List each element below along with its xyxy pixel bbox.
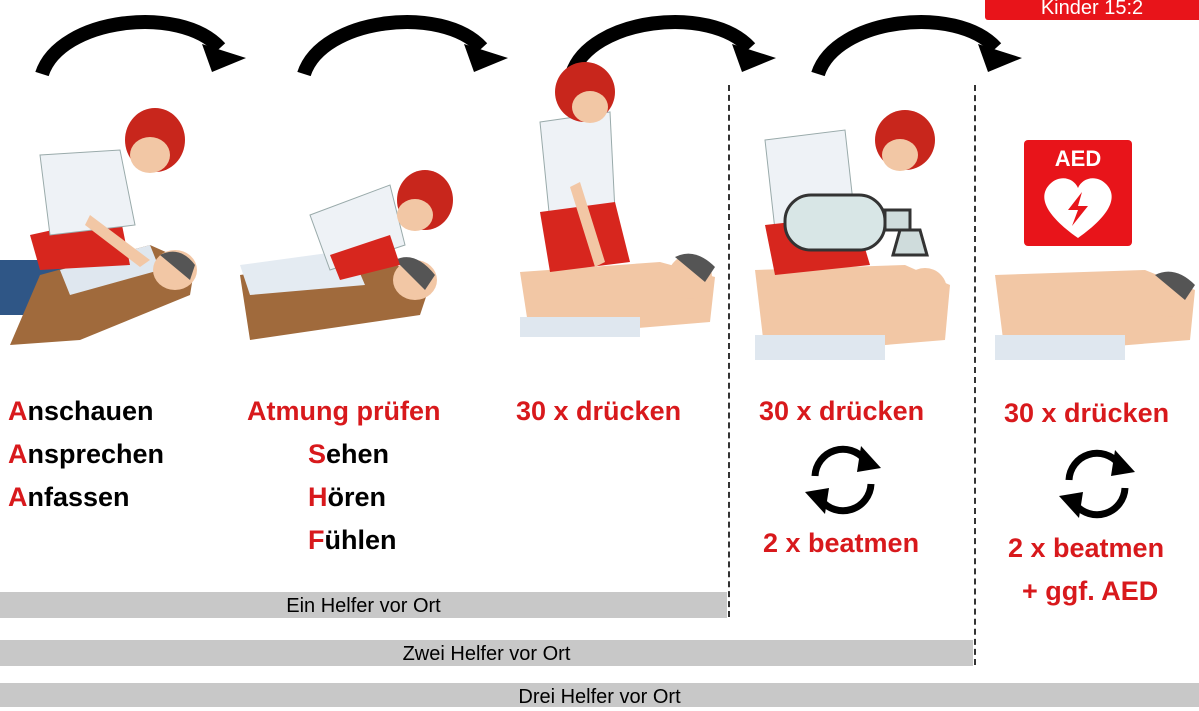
rescuer-chest-compressions-illustration	[520, 62, 720, 362]
rescuer-checking-breathing-illustration	[240, 155, 455, 355]
curved-arrow-icon	[806, 8, 1026, 78]
step1-line: Anschauen	[8, 390, 164, 433]
curved-arrow-icon	[30, 8, 250, 78]
rescuer-checking-victim-illustration	[0, 95, 215, 360]
step5-sub: 2 x beatmen	[1008, 527, 1164, 570]
cycle-arrows-icon	[1057, 444, 1137, 524]
divider-one-helper	[728, 85, 730, 617]
bar-two-helpers: Zwei Helfer vor Ort	[0, 640, 973, 666]
rescuer-compressions-bag-mask-illustration	[755, 100, 955, 370]
step5-title: 30 x drücken	[1004, 392, 1169, 435]
step1-line: Anfassen	[8, 476, 164, 519]
step3-title: 30 x drücken	[516, 390, 681, 433]
step5-sub2: + ggf. AED	[1022, 570, 1158, 613]
patient-lying-illustration	[995, 255, 1199, 365]
curved-arrow-icon	[292, 8, 512, 78]
bag-valve-mask-icon	[785, 195, 885, 250]
divider-two-helpers	[974, 85, 976, 665]
aed-label: AED	[1024, 146, 1132, 172]
step1-line: Ansprechen	[8, 433, 164, 476]
bar-one-helper: Ein Helfer vor Ort	[0, 592, 727, 618]
step1-text: Anschauen Ansprechen Anfassen	[8, 390, 164, 519]
bar-three-helpers: Drei Helfer vor Ort	[0, 683, 1199, 707]
step2-lines: Sehen Hören Fühlen	[308, 433, 397, 562]
step4-sub: 2 x beatmen	[763, 522, 919, 565]
heart-lightning-icon	[1024, 172, 1132, 242]
step2-title: Atmung prüfen	[247, 390, 440, 433]
aed-badge: AED	[1024, 140, 1132, 246]
step4-title: 30 x drücken	[759, 390, 924, 433]
cycle-arrows-icon	[803, 440, 883, 520]
